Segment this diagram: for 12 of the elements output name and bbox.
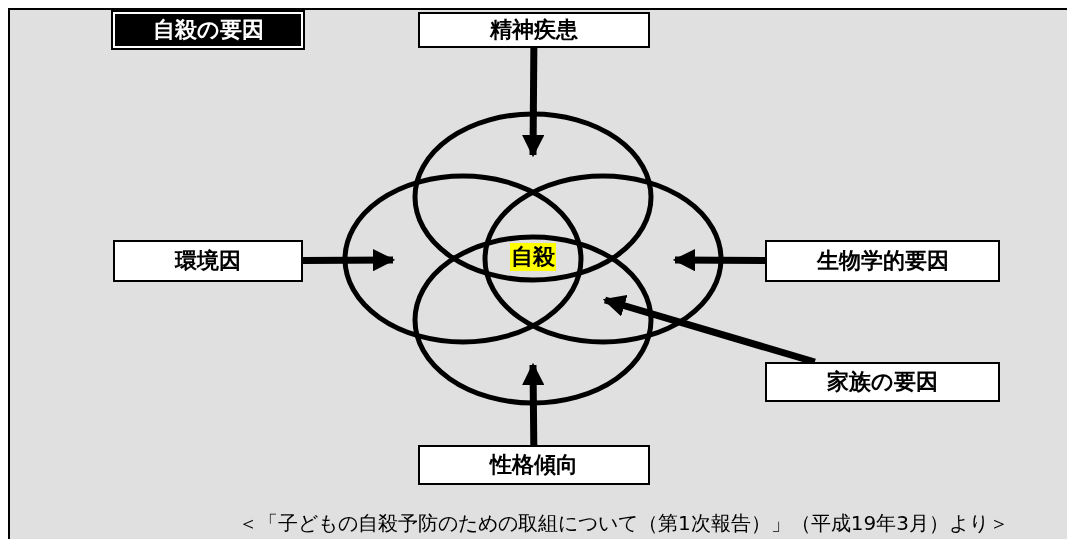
factor-box: 生物学的要因 xyxy=(765,240,1000,282)
arrow xyxy=(521,47,545,158)
source-caption: ＜「子どもの自殺予防のための取組について（第1次報告）」（平成19年3月）より＞ xyxy=(237,510,1010,537)
factor-box: 性格傾向 xyxy=(418,445,650,485)
factor-box: 家族の要因 xyxy=(765,362,1000,402)
factor-box: 精神疾患 xyxy=(418,12,650,48)
arrow xyxy=(302,248,396,272)
highlighted-label: 自殺 xyxy=(510,243,556,271)
title-label: 自殺の要因 xyxy=(113,12,303,48)
arrow xyxy=(672,248,765,272)
factor-box: 環境因 xyxy=(113,240,303,282)
arrow xyxy=(522,362,545,446)
